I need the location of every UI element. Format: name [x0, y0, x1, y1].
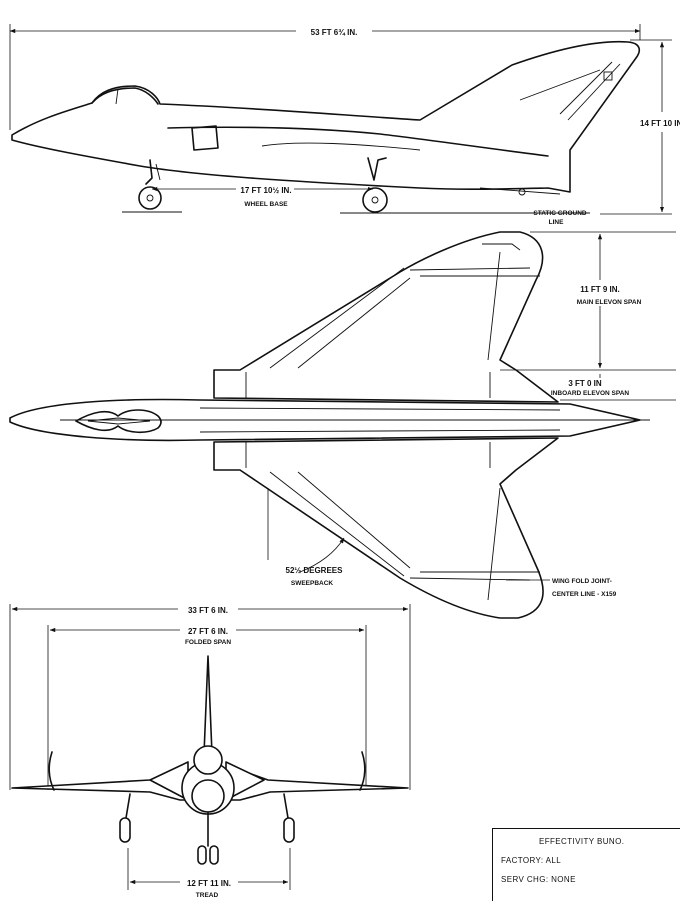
tread-value: 12 FT 11 IN. [187, 879, 231, 888]
effectivity-title: EFFECTIVITY BUNO. [539, 837, 625, 846]
factory-field: FACTORY: ALL [501, 856, 562, 865]
main-wheel [362, 187, 388, 213]
front-fin [203, 655, 213, 755]
wing-fold-label-1: WING FOLD JOINT- [552, 578, 612, 585]
wing-fold-label-2: CENTER LINE - X159 [552, 591, 617, 598]
height-label: 14 FT 10 IN. [640, 119, 680, 128]
nose-wheel [138, 186, 162, 210]
tread-label: TREAD [196, 892, 219, 899]
inboard-elevon-label: INBOARD ELEVON SPAN [551, 390, 630, 397]
upper-wing [213, 231, 559, 403]
main-elevon-label: MAIN ELEVON SPAN [577, 299, 642, 306]
wheel-base-label: WHEEL BASE [244, 201, 288, 208]
plan-view: 11 FT 9 IN. MAIN ELEVON SPAN 3 FT 0 IN I… [9, 231, 676, 619]
side-view: 53 FT 6¾ IN. 14 FT 10 IN. [9, 24, 680, 226]
side-fuselage [11, 40, 641, 193]
lower-wing [213, 437, 559, 619]
main-elevon-value: 11 FT 9 IN. [580, 285, 620, 294]
overall-length-label: 53 FT 6¾ IN. [311, 28, 358, 37]
sweepback-value: 52½ DEGREES [286, 566, 344, 575]
folded-span-label: FOLDED SPAN [185, 639, 231, 646]
serv-chg-field: SERV CHG: NONE [501, 875, 576, 884]
front-view: 33 FT 6 IN. 27 FT 6 IN. FOLDED SPAN [9, 604, 411, 899]
span-label: 33 FT 6 IN. [188, 606, 228, 615]
ground-line-label-2: LINE [549, 219, 564, 226]
sweepback-label: SWEEPBACK [291, 580, 334, 587]
ground-line-label-1: STATIC GROUND [533, 210, 587, 217]
folded-span-value: 27 FT 6 IN. [188, 627, 228, 636]
inboard-elevon-value: 3 FT 0 IN [568, 379, 602, 388]
effectivity-block: EFFECTIVITY BUNO. FACTORY: ALL SERV CHG:… [492, 828, 680, 901]
wheel-base-value: 17 FT 10½ IN. [240, 186, 291, 195]
